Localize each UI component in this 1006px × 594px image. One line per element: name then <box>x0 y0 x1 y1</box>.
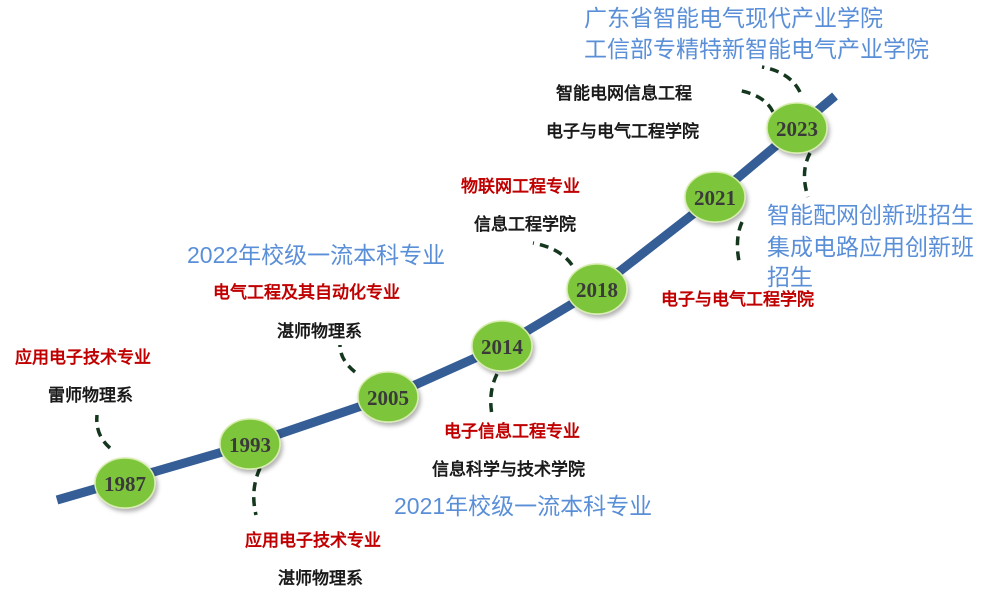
connector-2023-c <box>802 152 812 198</box>
year-node-2023: 2023 <box>766 102 828 154</box>
connector-2018 <box>532 241 574 267</box>
dept-1993: 湛师物理系 <box>278 569 363 589</box>
connector-2005 <box>338 344 357 374</box>
year-node-2014: 2014 <box>471 320 533 372</box>
connector-2023-a <box>736 88 775 113</box>
year-label: 2005 <box>367 386 409 410</box>
year-node-2018: 2018 <box>566 263 628 315</box>
year-label: 2018 <box>576 278 618 302</box>
major-2005: 电气工程及其自动化专业 <box>213 283 400 303</box>
year-node-circle <box>684 171 746 223</box>
year-label: 2021 <box>694 186 736 210</box>
major-2014: 电子信息工程专业 <box>444 422 580 442</box>
dept-2023: 电子与电气工程学院 <box>546 122 699 142</box>
year-node-circle <box>566 263 628 315</box>
major-1987: 应用电子技术专业 <box>15 348 151 368</box>
honor-2005: 2022年校级一流本科专业 <box>187 242 446 268</box>
major-2023: 智能电网信息工程 <box>556 84 692 104</box>
honor-2021-line2: 集成电路应用创新班 <box>767 234 974 260</box>
honor-2021-line1: 智能配网创新班招生 <box>767 202 974 228</box>
dept-2021: 电子与电气工程学院 <box>661 290 814 310</box>
year-node-circle <box>471 320 533 372</box>
year-node-circle <box>219 418 281 470</box>
connector-1987 <box>95 414 112 450</box>
connector-2021 <box>735 221 744 267</box>
dept-2005: 湛师物理系 <box>277 322 362 342</box>
year-label: 1987 <box>104 472 146 496</box>
major-2018: 物联网工程专业 <box>461 177 580 197</box>
year-node-2005: 2005 <box>357 371 419 423</box>
year-label: 1993 <box>229 433 271 457</box>
connector-1993 <box>252 467 262 516</box>
year-node-circle <box>357 371 419 423</box>
honor-2023-line1: 广东省智能电气现代产业学院 <box>584 5 883 31</box>
honor-2021-line3: 招生 <box>767 264 813 290</box>
honor-2023-line2: 工信部专精特新智能电气产业学院 <box>584 36 929 62</box>
year-node-1993: 1993 <box>219 418 281 470</box>
major-1993: 应用电子技术专业 <box>245 531 381 551</box>
dept-2018: 信息工程学院 <box>474 215 576 235</box>
dept-1987: 雷师物理系 <box>48 386 133 406</box>
year-node-2021: 2021 <box>684 171 746 223</box>
honor-2014: 2021年校级一流本科专业 <box>394 493 653 519</box>
dept-2014: 信息科学与技术学院 <box>432 460 585 480</box>
year-node-circle <box>94 457 156 509</box>
year-node-1987: 1987 <box>94 457 156 509</box>
connector-2014 <box>489 373 499 416</box>
year-label: 2014 <box>481 335 524 359</box>
year-label: 2023 <box>776 117 818 141</box>
year-node-circle <box>766 102 828 154</box>
connector-2023-b <box>761 65 802 93</box>
